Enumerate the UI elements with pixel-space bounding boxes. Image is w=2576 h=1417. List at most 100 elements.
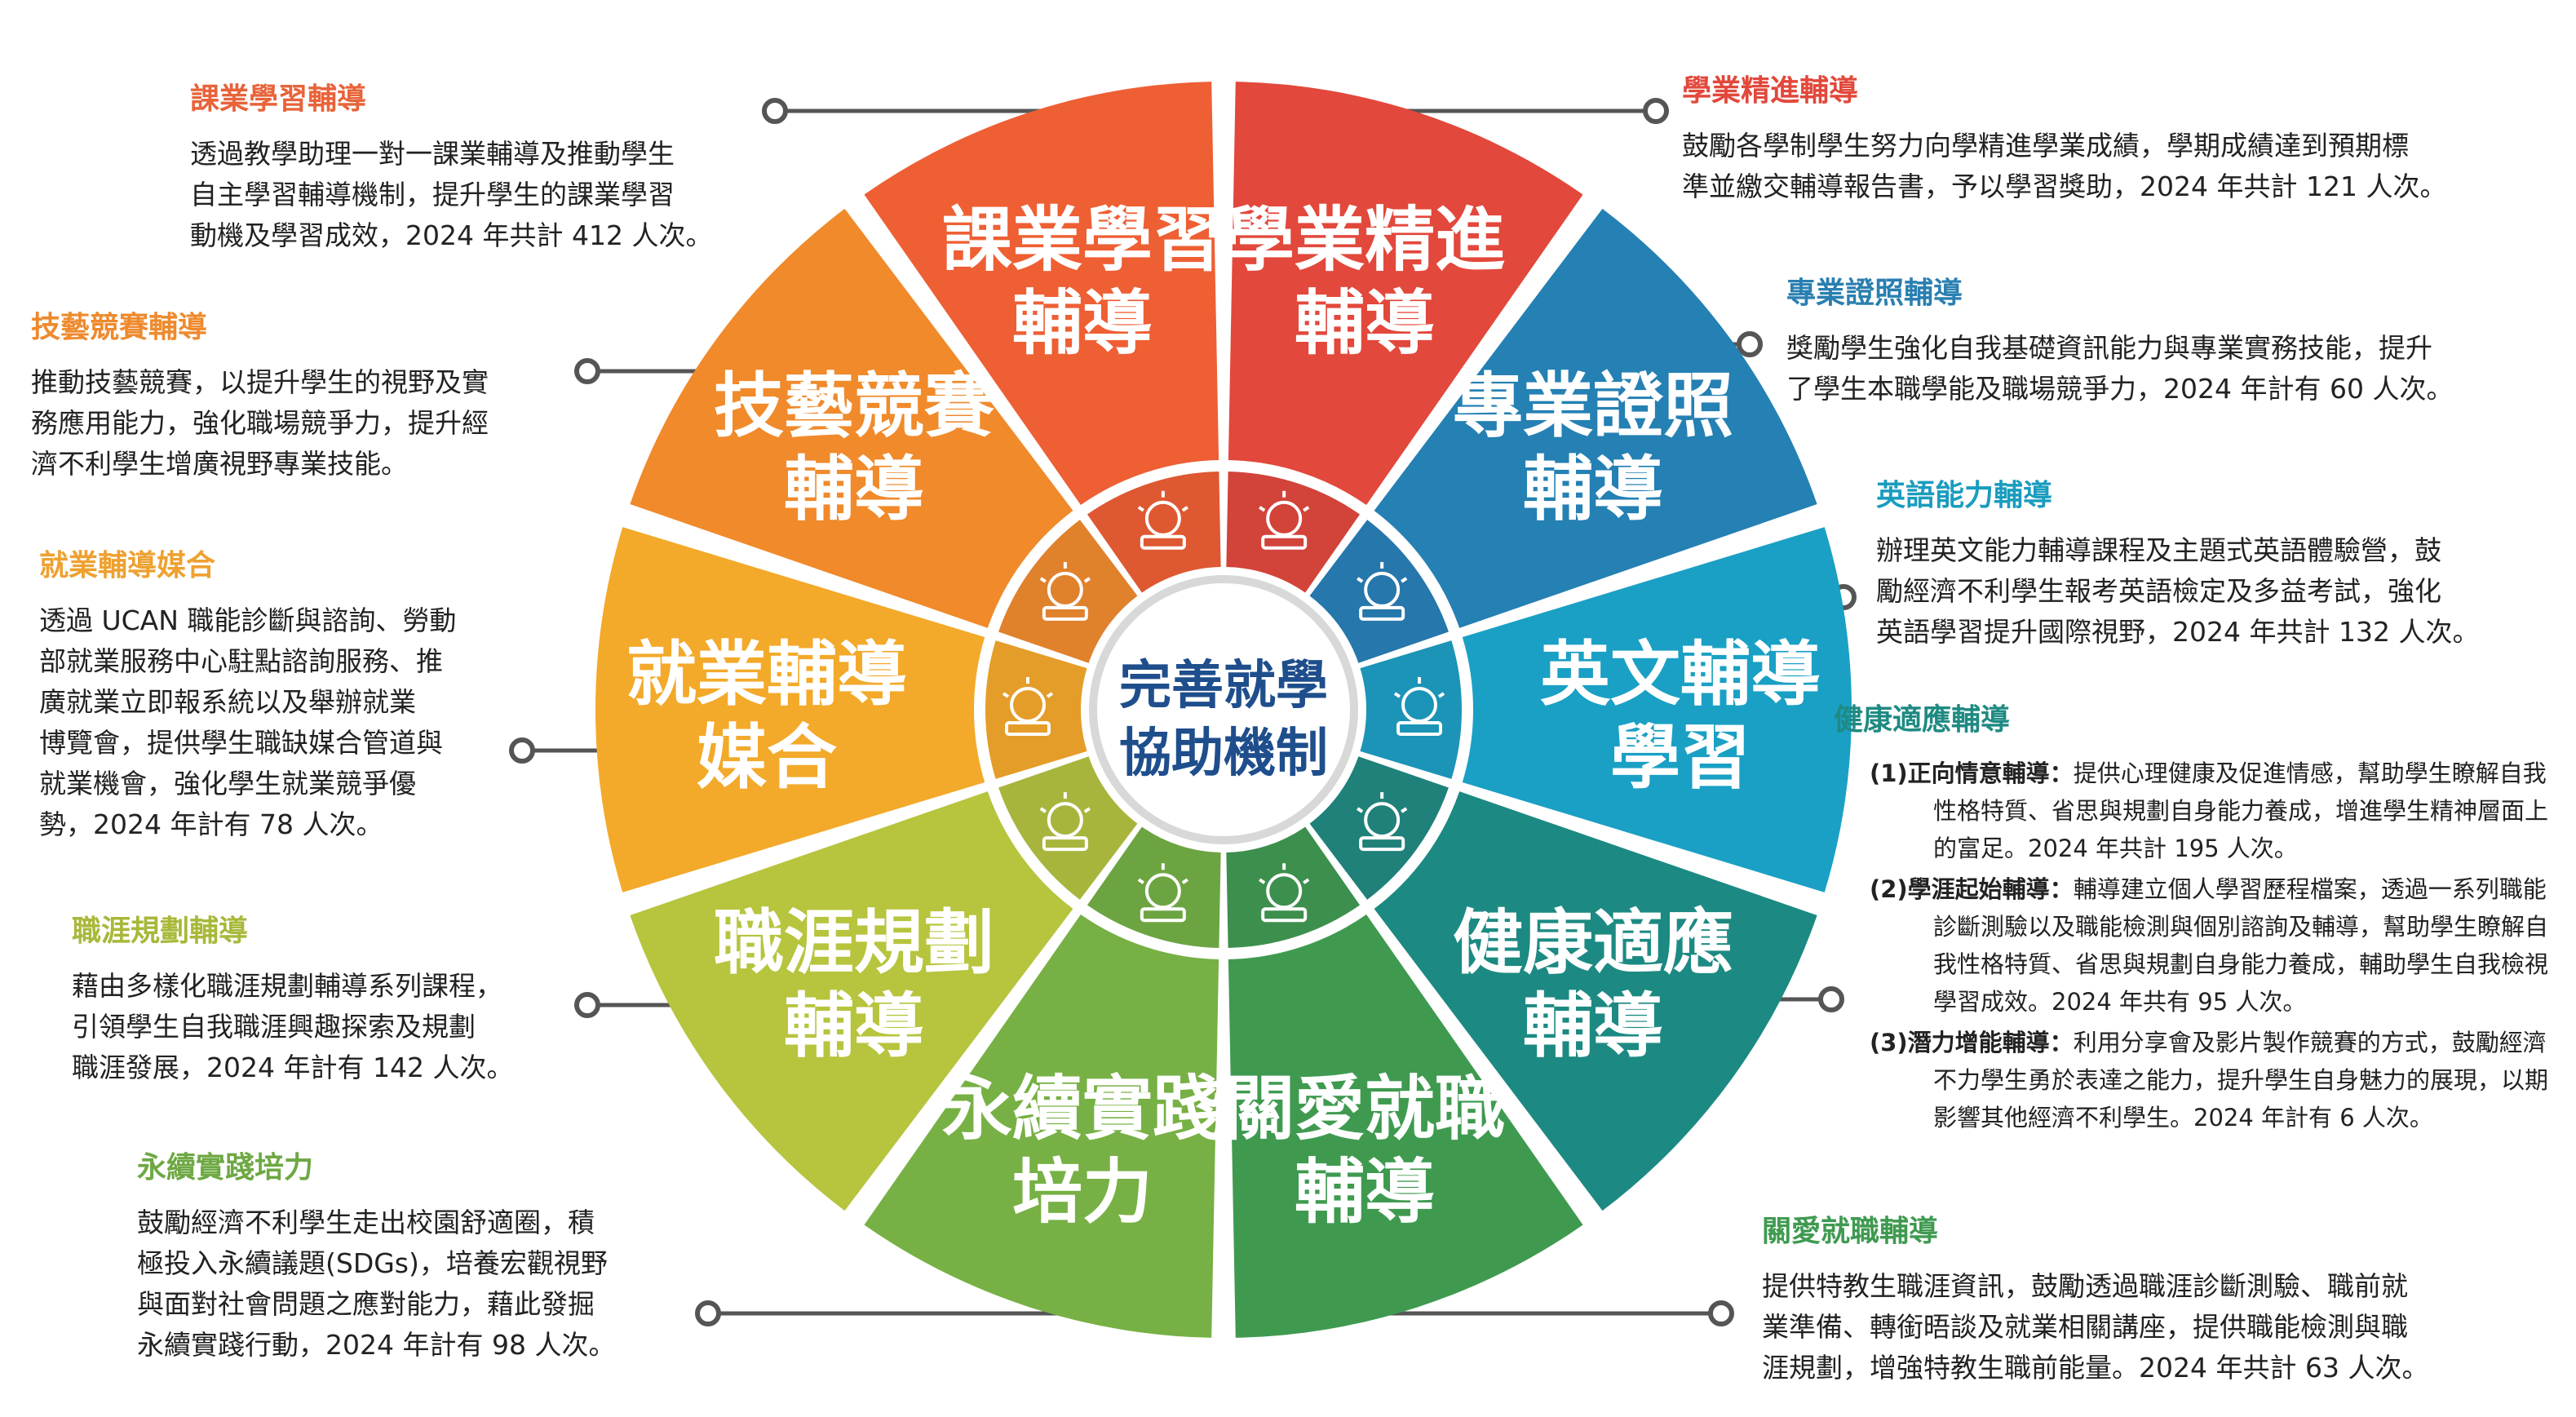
block-zhuanye-line: 獎勵學生強化自我基礎資訊能力與專業實務技能，提升	[1786, 332, 2432, 364]
block-yingwen-line: 英語學習提升國際視野，2024 年共計 132 人次。	[1876, 616, 2480, 648]
segment-zhuanye-label-line2: 輔導	[1523, 449, 1663, 530]
block-yongxu-line: 永續實踐行動，2024 年計有 98 人次。	[137, 1329, 616, 1361]
segment-keye-label-line1: 課業學習	[942, 199, 1223, 281]
block-keye-title: 課業學習輔導	[190, 82, 367, 116]
block-jiyi-line: 推動技藝競賽，以提升學生的視野及實	[31, 366, 489, 398]
inner-segment-jiyi	[998, 520, 1138, 663]
block-jiuye-line: 博覽會，提供學生職缺媒合管道與	[39, 727, 443, 759]
inner-segment-yingwen	[1360, 640, 1462, 779]
block-yongxu: 永續實踐培力 鼓勵經濟不利學生走出校園舒適圈，積 極投入永續議題(SDGs)，培…	[137, 1144, 708, 1366]
block-guanai-line: 業準備、轉銜晤談及就業相關講座，提供職能檢測與職	[1762, 1311, 2408, 1343]
block-jiankang-item-text: 提供心理健康及促進情感，幫助學生瞭解自我性格特質、省思與規劃自身能力養成，增進學…	[1933, 759, 2549, 862]
block-jiankang-item: (3)潛力增能輔導：利用分享會及影片製作競賽的方式，鼓勵經濟不力學生勇於表達之能…	[1870, 1024, 2552, 1136]
block-guanai-line: 涯規劃，增強特教生職前能量。2024 年共計 63 人次。	[1762, 1352, 2429, 1384]
block-keye-line: 透過教學助理一對一課業輔導及推動學生	[190, 138, 675, 170]
block-yingwen-title: 英語能力輔導	[1876, 479, 2053, 512]
block-xueye-line: 鼓勵各學制學生努力向學精進學業成績，學期成績達到預期標	[1682, 130, 2409, 162]
block-xueye: 學業精進輔導 鼓勵各學制學生努力向學精進學業成績，學期成績達到預期標 準並繳交輔…	[1682, 67, 2547, 207]
segment-zhuanye	[1374, 208, 1817, 628]
block-zhiya-title: 職涯規劃輔導	[72, 914, 249, 948]
block-zhuanye: 專業證照輔導 獎勵學生強化自我基礎資訊能力與專業實務技能，提升 了學生本職學能及…	[1786, 269, 2553, 410]
block-yongxu-line: 與面對社會問題之應對能力，藉此發掘	[137, 1288, 595, 1320]
connector-dot	[509, 737, 535, 764]
block-jiuye-line: 勢，2024 年計有 78 人次。	[39, 808, 383, 840]
segment-jiankang-label-line1: 健康適應	[1453, 902, 1733, 984]
block-yongxu-title: 永續實踐培力	[137, 1151, 314, 1185]
podium-gear-icon	[1357, 561, 1408, 621]
block-xueye-line: 準並繳交輔導報告書，予以學習獎助，2024 年共計 121 人次。	[1682, 170, 2447, 202]
segment-zhiya	[630, 791, 1073, 1211]
segment-yingwen	[1462, 527, 1852, 892]
inner-segment-guanai	[1226, 826, 1361, 948]
graduate-icon	[1393, 677, 1445, 736]
inner-segment-yongxu	[1087, 826, 1221, 948]
connector-dot	[574, 358, 600, 384]
segment-jiuye-label-line1: 就業輔導	[626, 634, 907, 715]
inner-segment-jiuye	[985, 640, 1087, 779]
segment-zhuanye-label-line1: 專業證照	[1453, 365, 1733, 447]
segment-jiyi-label-line1: 技藝競賽	[714, 365, 994, 447]
connector-dot	[1737, 331, 1763, 357]
center-title-line1: 完善就學	[1119, 656, 1328, 716]
segment-xueye-label-line1: 學業精進	[1224, 199, 1505, 281]
block-keye-line: 自主學習輔導機制，提升學生的課業學習	[190, 179, 675, 210]
block-jiyi-line: 務應用能力，強化職場競爭力，提升經	[31, 407, 489, 439]
block-zhiya-line: 職涯發展，2024 年計有 142 人次。	[72, 1052, 514, 1083]
document-chart-icon	[1002, 677, 1054, 736]
segment-guanai	[1228, 914, 1583, 1338]
segment-xueye-label-line2: 輔導	[1295, 282, 1435, 364]
block-jiuye-title: 就業輔導媒合	[39, 549, 216, 582]
inner-ring	[985, 472, 1462, 948]
hand-plant-icon	[1039, 792, 1091, 852]
block-jiuye-line: 透過 UCAN 職能診斷與諮詢、勞動	[39, 604, 457, 636]
segment-zhiya-label-line2: 輔導	[784, 985, 924, 1067]
block-zhiya: 職涯規劃輔導 藉由多樣化職涯規劃輔導系列課程， 引領學生自我職涯興趣探索及規劃 …	[72, 907, 594, 1088]
block-jiyi-line: 濟不利學生增廣視野專業技能。	[31, 448, 408, 480]
head-gear-icon	[1039, 561, 1091, 621]
block-jiankang-item-text: 輔導建立個人學習歷程檔案，透過一系列職能診斷測驗以及職能檢測與個別諮詢及輔導，幫…	[1933, 875, 2549, 1016]
block-xueye-title: 學業精進輔導	[1682, 74, 1859, 108]
block-jiankang: 健康適應輔導 (1)正向情意輔導：提供心理健康及促進情感，幫助學生瞭解自我性格特…	[1834, 696, 2552, 1140]
segment-guanai-label-line1: 關愛就職	[1224, 1069, 1505, 1150]
block-jiuye-line: 廣就業立即報系統以及舉辦就業	[39, 686, 416, 718]
segment-yingwen-label-line1: 英文輔導	[1540, 634, 1821, 715]
segment-guanai-label-line2: 輔導	[1295, 1152, 1435, 1233]
block-jiankang-item-text: 利用分享會及影片製作競賽的方式，鼓勵經濟不力學生勇於表達之能力，提升學生自身魅力…	[1933, 1029, 2549, 1131]
presentation-icon	[1357, 792, 1408, 852]
block-jiankang-item: (1)正向情意輔導：提供心理健康及促進情感，幫助學生瞭解自我性格特質、省思與規劃…	[1870, 755, 2552, 867]
block-zhuanye-title: 專業證照輔導	[1786, 277, 1963, 310]
segment-keye	[864, 82, 1219, 506]
segment-yongxu-label-line1: 永續實踐	[942, 1069, 1223, 1150]
block-jiankang-item-label: (2)學涯起始輔導：	[1870, 875, 2074, 903]
wheel-segments: 學業精進輔導專業證照輔導英文輔導學習健康適應輔導關愛就職輔導永續實踐培力職涯規劃…	[595, 82, 1852, 1338]
block-jiuye-line: 就業機會，強化學生就業競爭優	[39, 768, 416, 799]
block-yongxu-line: 極投入永續議題(SDGs)，培養宏觀視野	[137, 1247, 608, 1279]
segment-jiuye	[595, 527, 985, 892]
block-jiuye: 就業輔導媒合 透過 UCAN 職能診斷與諮詢、勞動 部就業服務中心駐點諮詢服務、…	[39, 542, 512, 845]
block-guanai: 關愛就職輔導 提供特教生職涯資訊，鼓勵透過職涯診斷測驗、職前就 業準備、轉銜晤談…	[1762, 1207, 2545, 1388]
block-jiankang-item-label: (3)潛力增能輔導：	[1870, 1029, 2074, 1056]
block-jiankang-item: (2)學涯起始輔導：輔導建立個人學習歷程檔案，透過一系列職能診斷測驗以及職能檢測…	[1870, 870, 2552, 1021]
brain-gear-icon	[1259, 863, 1310, 923]
inner-segment-zhuanye	[1309, 520, 1449, 663]
segment-jiyi-label-line2: 輔導	[784, 449, 924, 530]
segment-keye-label-line2: 輔導	[1012, 282, 1153, 364]
segment-xueye	[1228, 82, 1583, 506]
inner-segment-zhiya	[998, 756, 1138, 900]
block-jiankang-item-label: (1)正向情意輔導：	[1870, 759, 2074, 787]
connector-dot	[762, 98, 788, 124]
segment-zhiya-label-line1: 職涯規劃	[714, 902, 994, 984]
connector-dot	[695, 1300, 721, 1326]
segment-jiankang	[1374, 791, 1817, 1211]
block-yongxu-line: 鼓勵經濟不利學生走出校園舒適圈，積	[137, 1207, 595, 1238]
center-title-line2: 協助機制	[1119, 724, 1328, 784]
block-yingwen-line: 辦理英文能力輔導課程及主題式英語體驗營，鼓	[1876, 534, 2441, 566]
trophy-icon	[1259, 490, 1310, 550]
lightbulb-network-icon	[1137, 490, 1188, 550]
connector-dot	[1643, 98, 1669, 124]
connector-dot	[1818, 986, 1844, 1012]
segment-yongxu-label-line2: 培力	[1012, 1152, 1153, 1233]
inner-segment-jiankang	[1309, 756, 1449, 900]
block-zhiya-line: 引領學生自我職涯興趣探索及規劃	[72, 1011, 476, 1043]
